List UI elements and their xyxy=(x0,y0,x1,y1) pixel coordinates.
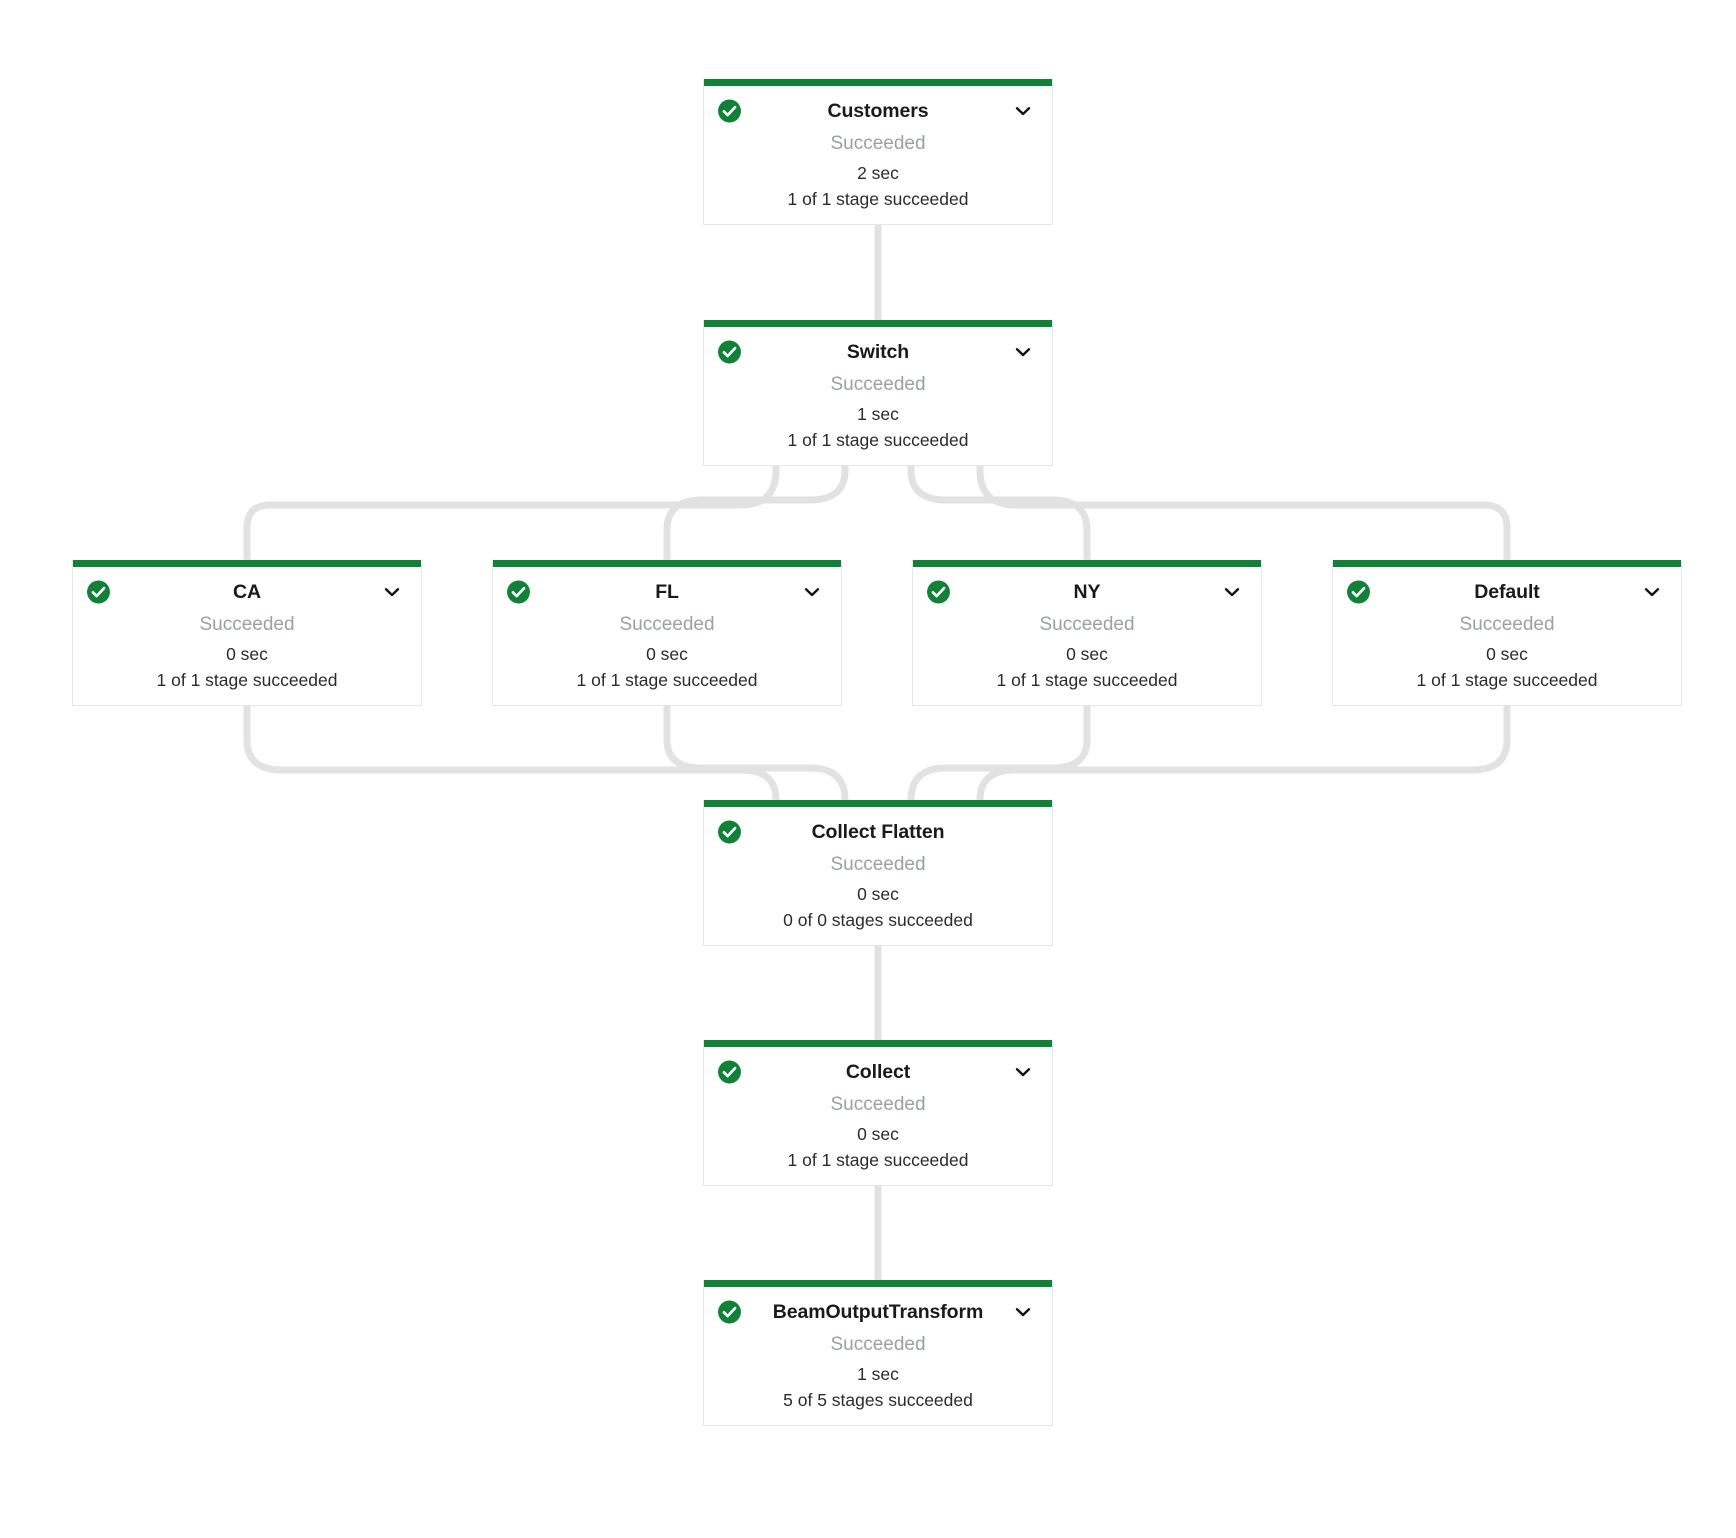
node-duration: 0 sec xyxy=(226,643,268,664)
node-status-bar xyxy=(704,1040,1052,1047)
node-stage-summary: 1 of 1 stage succeeded xyxy=(156,670,338,691)
check-circle-icon xyxy=(717,99,742,124)
node-status-text: Succeeded xyxy=(830,374,926,395)
check-circle-icon xyxy=(717,820,742,845)
node-duration: 1 sec xyxy=(857,403,899,424)
edge-switch-default xyxy=(976,423,1511,564)
node-header: Collect Flatten xyxy=(704,815,1052,849)
check-circle-icon xyxy=(506,580,531,605)
node-status-text: Succeeded xyxy=(1459,614,1555,635)
node-header: Collect xyxy=(704,1055,1052,1089)
chevron-down-icon[interactable] xyxy=(1221,581,1243,603)
node-header: BeamOutputTransform xyxy=(704,1295,1052,1329)
node-duration: 2 sec xyxy=(857,162,899,183)
node-duration: 0 sec xyxy=(1486,643,1528,664)
node-header: Default xyxy=(1333,575,1681,609)
node-title: Collect xyxy=(845,1060,911,1083)
node-header: Customers xyxy=(704,94,1052,128)
node-title: Default xyxy=(1474,580,1540,603)
node-status-bar xyxy=(73,560,421,567)
node-header: NY xyxy=(913,575,1261,609)
chevron-down-icon[interactable] xyxy=(381,581,403,603)
edge-default-collect-flatten xyxy=(976,691,1511,804)
node-stage-summary: 1 of 1 stage succeeded xyxy=(787,1150,969,1171)
node-title: FL xyxy=(655,580,679,603)
node-status-bar xyxy=(1333,560,1681,567)
check-circle-icon xyxy=(717,340,742,365)
node-status-text: Succeeded xyxy=(619,614,715,635)
node-header: Switch xyxy=(704,335,1052,369)
chevron-down-icon[interactable] xyxy=(1012,341,1034,363)
node-status-bar xyxy=(704,79,1052,86)
chevron-down-icon[interactable] xyxy=(1012,1301,1034,1323)
node-status-text: Succeeded xyxy=(830,1094,926,1115)
node-stage-summary: 1 of 1 stage succeeded xyxy=(1416,670,1598,691)
node-status-text: Succeeded xyxy=(830,133,926,154)
check-circle-icon xyxy=(717,1300,742,1325)
node-duration: 1 sec xyxy=(857,1363,899,1384)
node-stage-summary: 5 of 5 stages succeeded xyxy=(783,1390,973,1411)
check-circle-icon xyxy=(86,580,111,605)
node-fl[interactable]: FL Succeeded 0 sec 1 of 1 stage succeeded xyxy=(492,560,842,706)
edge-switch-fl xyxy=(663,423,849,564)
chevron-down-icon[interactable] xyxy=(1641,581,1663,603)
node-duration: 0 sec xyxy=(1066,643,1108,664)
node-duration: 0 sec xyxy=(857,1123,899,1144)
node-status-bar xyxy=(704,800,1052,807)
node-status-bar xyxy=(704,320,1052,327)
node-header: FL xyxy=(493,575,841,609)
node-status-text: Succeeded xyxy=(830,1334,926,1355)
node-status-text: Succeeded xyxy=(830,854,926,875)
node-ny[interactable]: NY Succeeded 0 sec 1 of 1 stage succeeded xyxy=(912,560,1262,706)
node-title: CA xyxy=(233,580,261,603)
check-circle-icon xyxy=(717,1060,742,1085)
edge-switch-ca xyxy=(243,423,780,564)
node-stage-summary: 1 of 1 stage succeeded xyxy=(576,670,758,691)
node-status-text: Succeeded xyxy=(1039,614,1135,635)
node-status-bar xyxy=(493,560,841,567)
node-title: Customers xyxy=(827,99,929,122)
edge-fl-collect-flatten xyxy=(663,691,849,804)
node-duration: 0 sec xyxy=(646,643,688,664)
check-circle-icon xyxy=(926,580,951,605)
node-title: Collect Flatten xyxy=(811,820,945,843)
node-ca[interactable]: CA Succeeded 0 sec 1 of 1 stage succeeded xyxy=(72,560,422,706)
node-status-bar xyxy=(913,560,1261,567)
node-title: NY xyxy=(1073,580,1101,603)
chevron-down-icon[interactable] xyxy=(801,581,823,603)
node-status-bar xyxy=(704,1280,1052,1287)
node-title: BeamOutputTransform xyxy=(772,1300,984,1323)
node-stage-summary: 1 of 1 stage succeeded xyxy=(787,189,969,210)
chevron-down-icon[interactable] xyxy=(1012,100,1034,122)
node-stage-summary: 1 of 1 stage succeeded xyxy=(996,670,1178,691)
node-status-text: Succeeded xyxy=(199,614,295,635)
node-stage-summary: 1 of 1 stage succeeded xyxy=(787,430,969,451)
edge-ny-collect-flatten xyxy=(907,691,1091,804)
node-stage-summary: 0 of 0 stages succeeded xyxy=(783,910,973,931)
check-circle-icon xyxy=(1346,580,1371,605)
node-header: CA xyxy=(73,575,421,609)
chevron-down-icon[interactable] xyxy=(1012,1061,1034,1083)
edge-ca-collect-flatten xyxy=(243,691,780,804)
node-duration: 0 sec xyxy=(857,883,899,904)
node-title: Switch xyxy=(846,340,910,363)
